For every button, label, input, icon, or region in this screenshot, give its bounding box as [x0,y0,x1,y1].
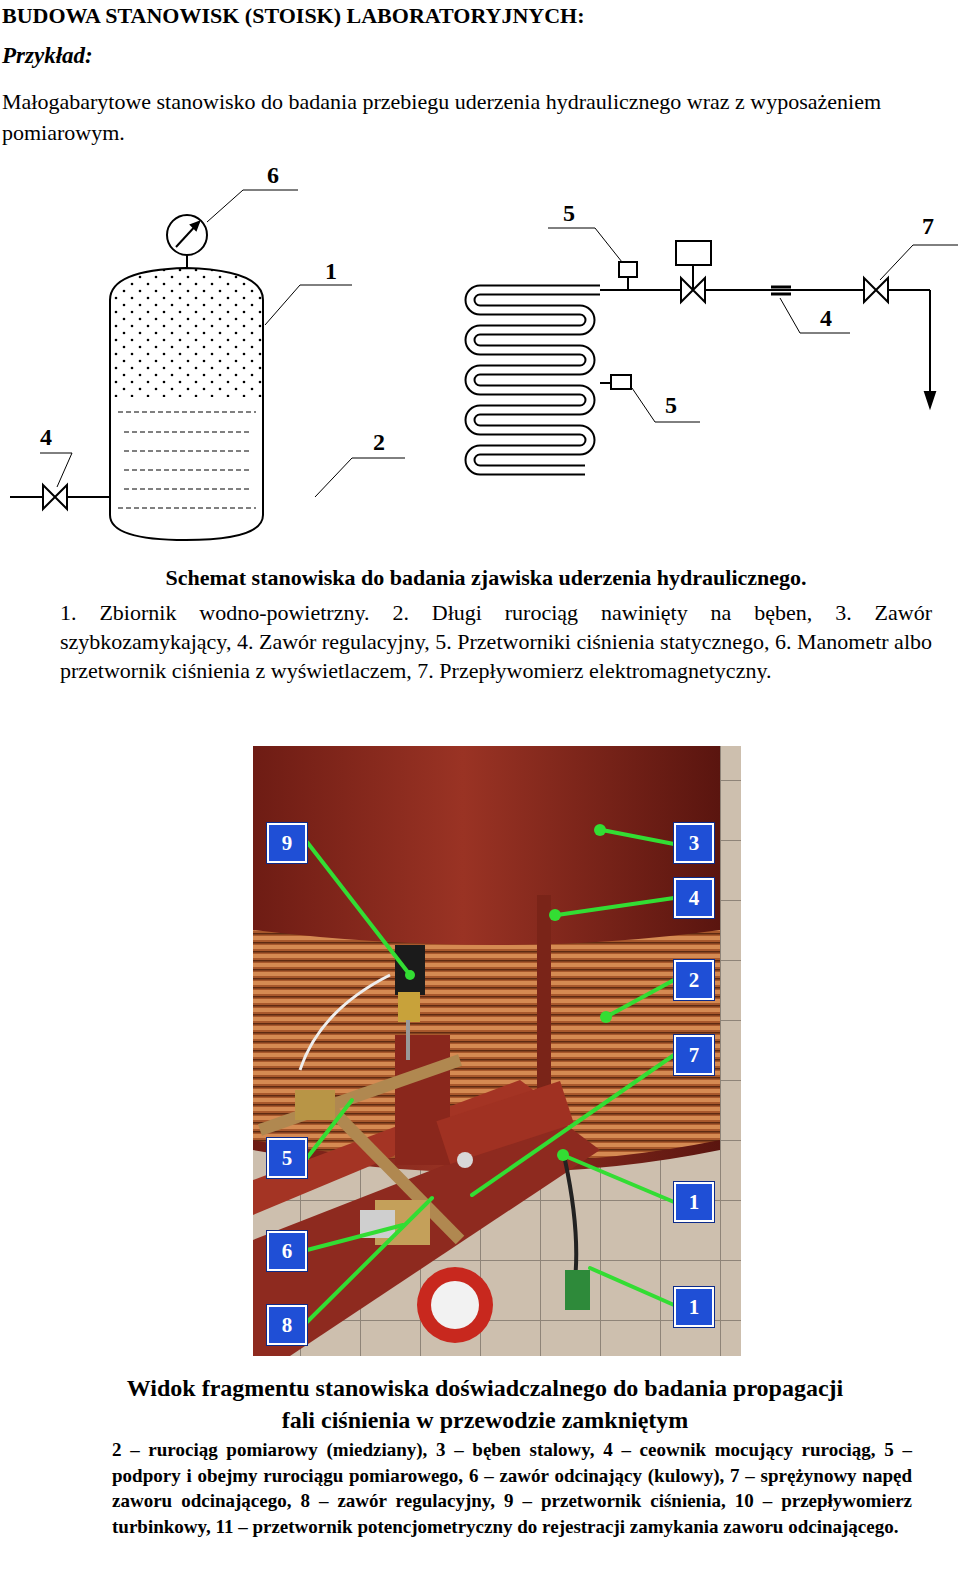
photo-leader-lines [307,830,674,1322]
callout-number: 1 [689,1192,700,1213]
callout-box: 1 [674,1287,714,1327]
gauge [167,215,207,268]
figure-caption: Widok fragmentu stanowiska doświadczalne… [125,1372,845,1436]
callout-box: 9 [267,823,307,863]
callout-box: 2 [674,960,714,1000]
callout-number: 9 [282,833,293,854]
figure-legend: 2 – rurociąg pomiarowy (miedziany), 3 – … [112,1437,912,1539]
figure-caption: Schemat stanowiska do badania zjawiska u… [40,564,932,592]
callout-number: 4 [689,888,700,909]
callout-number: 5 [665,392,677,418]
callout-box: 7 [674,1035,714,1075]
callout-box: 5 [267,1138,307,1178]
callout-box: 1 [674,1182,714,1222]
tank [110,262,263,540]
callout-number: 4 [40,424,52,450]
callout-number: 6 [282,1241,293,1262]
callout-number: 7 [689,1045,700,1066]
callout-number: 1 [689,1297,700,1318]
intro-text: Małogabarytowe stanowisko do badania prz… [2,86,932,148]
callout-number: 3 [689,833,700,854]
callout-box: 8 [267,1305,307,1345]
outlet-pipe [600,241,935,407]
callout-box: 4 [674,878,714,918]
photo-leader-dots [405,824,612,1161]
inlet-pipe [10,485,110,509]
callout-number: 5 [563,200,575,226]
figure-legend: 1. Zbiornik wodno-powietrzny. 2. Długi r… [60,598,932,685]
callout-number: 6 [267,162,279,188]
callout-number: 2 [689,970,700,991]
callout-box: 3 [674,823,714,863]
coil [470,290,600,470]
callout-number: 4 [820,305,832,331]
callout-number: 7 [922,213,934,239]
callout-box: 6 [267,1231,307,1271]
callout-number: 5 [282,1148,293,1169]
intro-label: Przykład: [2,42,93,70]
callout-number: 1 [325,258,337,284]
page-title: BUDOWA STANOWISK (STOISK) LABORATORYJNYC… [2,2,585,30]
callout-number: 8 [282,1315,293,1336]
leader-lines [40,190,958,497]
callout-number: 2 [373,429,385,455]
